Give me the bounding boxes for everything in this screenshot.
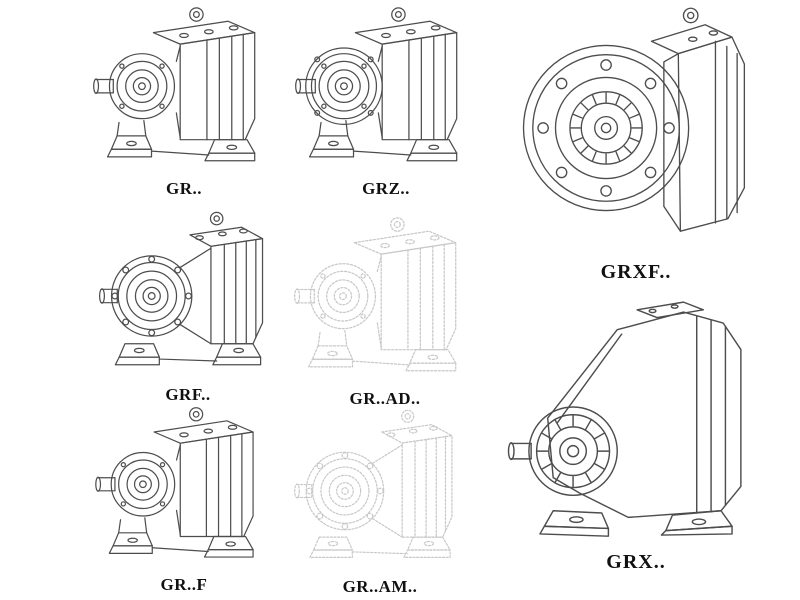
figure-label-gram: GR..AM.. <box>342 577 418 596</box>
gear-reducer-drawing-grxf <box>500 0 772 258</box>
gear-reducer-drawing-gram <box>284 408 476 574</box>
figure-grff: GR..F <box>86 404 282 595</box>
gear-reducer-drawing-grff <box>86 404 282 572</box>
figure-grad: GR..AD.. <box>286 214 484 409</box>
gear-reducer-drawing-grx <box>498 298 774 548</box>
figure-label-grff: GR..F <box>160 575 208 594</box>
figure-label-grf: GRF.. <box>165 385 211 404</box>
figure-gr: GR.. <box>86 4 282 199</box>
gear-reducer-drawing-grf <box>88 210 288 382</box>
figure-label-grad: GR..AD.. <box>349 389 421 408</box>
figure-grf: GRF.. <box>88 210 288 405</box>
figure-label-gr: GR.. <box>166 179 202 198</box>
figure-label-grz: GRZ.. <box>362 179 410 198</box>
gear-reducer-drawing-gr <box>86 4 282 176</box>
figure-grz: GRZ.. <box>288 4 484 199</box>
figure-label-grx: GRX.. <box>606 551 666 573</box>
figure-label-grxf: GRXF.. <box>600 261 672 283</box>
gear-reducer-drawing-grad <box>286 214 484 386</box>
figure-gram: GR..AM.. <box>284 408 476 597</box>
gear-reducer-drawing-grz <box>288 4 484 176</box>
figure-grxf: GRXF.. <box>500 0 772 284</box>
figure-grx: GRX.. <box>498 298 774 574</box>
